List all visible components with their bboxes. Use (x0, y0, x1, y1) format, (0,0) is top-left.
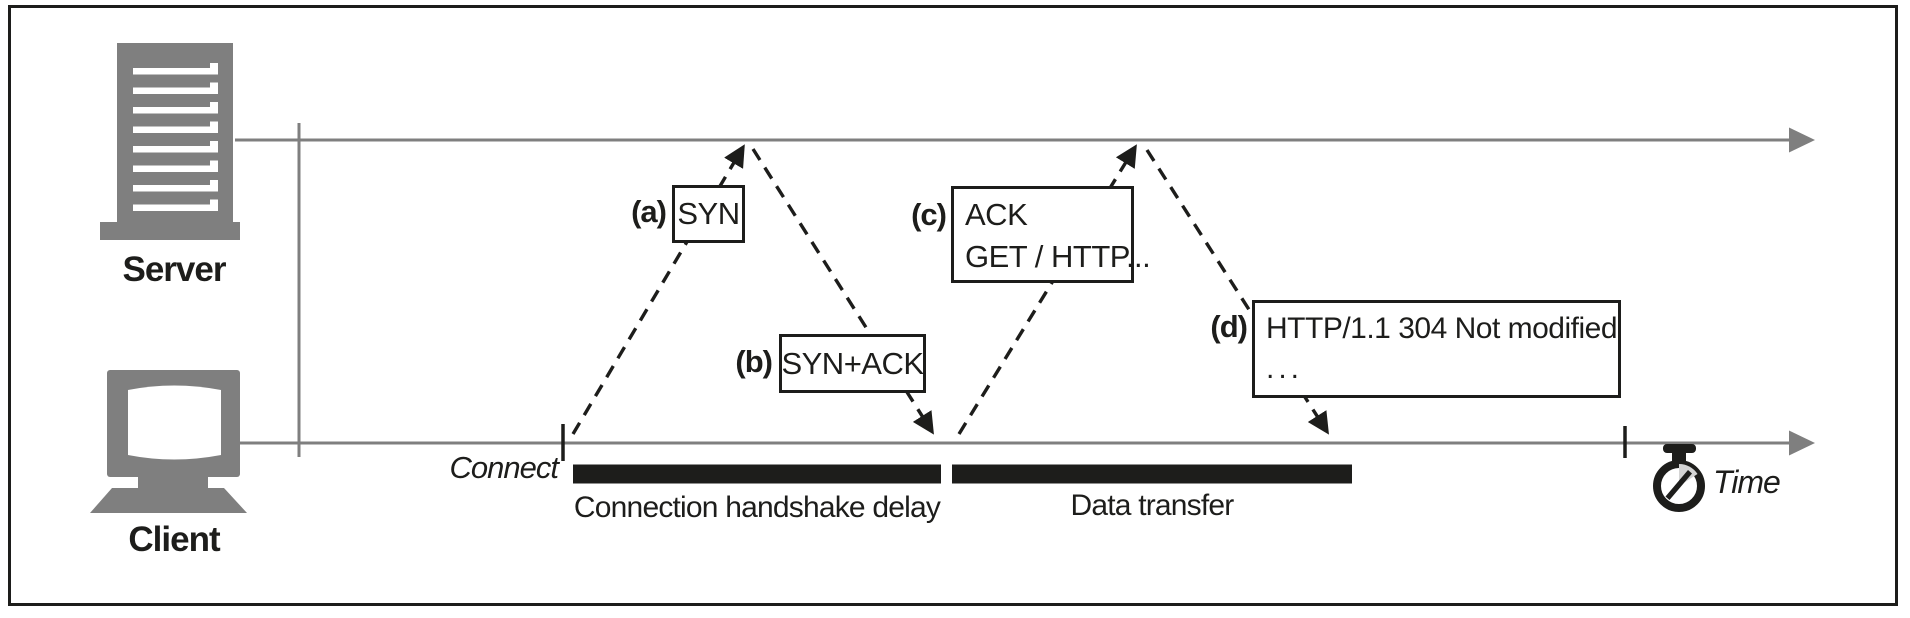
message-text: GET / HTTP... (965, 239, 1151, 274)
data-transfer-phase-bar (952, 464, 1352, 484)
message-box-syn: SYN (672, 185, 745, 243)
desktop-computer-icon (90, 370, 247, 513)
time-axis-label: Time (1713, 464, 1781, 500)
message-text: ACK (965, 197, 1028, 232)
client-timeline (240, 430, 1815, 456)
message-box-response: HTTP/1.1 304 Not modified ... (1252, 300, 1621, 398)
message-text: SYN (677, 196, 740, 231)
client-actor-label: Client (128, 520, 220, 559)
message-text: HTTP/1.1 304 Not modified (1266, 312, 1618, 345)
message-tag-b: (b) (735, 344, 773, 379)
connect-label: Connect (449, 450, 559, 485)
handshake-phase-bar (573, 464, 941, 484)
data-transfer-phase-label: Data transfer (1070, 489, 1234, 522)
message-box-ack-get: ACK GET / HTTP... (951, 186, 1151, 283)
message-box-synack: SYN+ACK (779, 334, 926, 393)
message-text: SYN+ACK (781, 345, 924, 381)
message-tag-d: (d) (1210, 309, 1248, 344)
server-tower-icon (100, 43, 240, 240)
message-tag-a: (a) (631, 194, 667, 229)
client-timeline-arrowhead-icon (1789, 430, 1815, 456)
server-timeline-arrowhead-icon (1789, 127, 1815, 153)
figure-frame (8, 5, 1898, 606)
message-tag-c: (c) (911, 197, 947, 232)
handshake-phase-label: Connection handshake delay (573, 491, 941, 524)
stopwatch-icon (1653, 444, 1705, 512)
server-actor-label: Server (122, 250, 227, 289)
message-text-ellipsis: ... (1266, 352, 1304, 385)
message-arrow-b-synack (751, 148, 934, 435)
message-arrow-c-ack-get (957, 144, 1137, 435)
server-timeline (235, 127, 1815, 153)
